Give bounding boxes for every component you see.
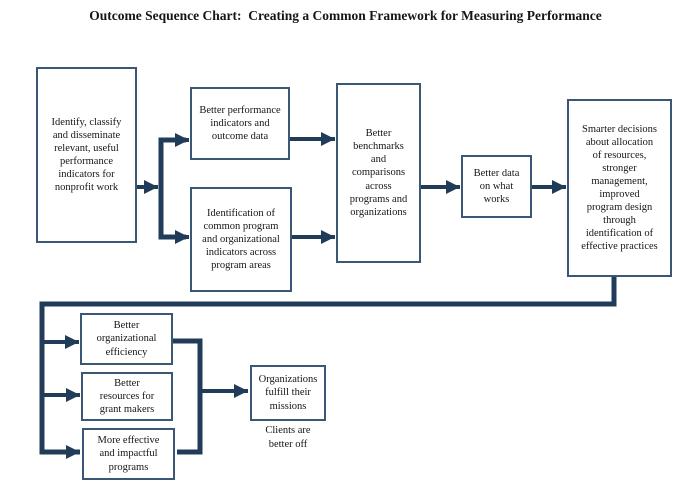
box-text: Better organizational efficiency xyxy=(96,320,157,358)
box-identification-common-indicators: Identification of common program and org… xyxy=(190,187,292,292)
box-text: Identification of common program and org… xyxy=(202,207,280,272)
caption-clients-better-off: Clients are better off xyxy=(265,425,311,450)
box-text: Smarter decisions about allocation of re… xyxy=(581,123,658,253)
box-better-organizational-efficiency: Better organizational efficiency xyxy=(80,313,173,365)
box-better-resources-grant-makers: Better resources for grant makers xyxy=(81,372,173,421)
split-bracket xyxy=(158,137,186,240)
box-better-performance-indicators: Better performance indicators and outcom… xyxy=(190,87,290,160)
box-better-benchmarks: Better benchmarks and comparisons across… xyxy=(336,83,421,263)
box-text: Better data on what works xyxy=(473,167,520,205)
box-text: Organizations fulfill their missions xyxy=(258,374,318,412)
box-organizations-fulfill-missions: Organizations fulfill their missions xyxy=(250,365,326,421)
box-better-data-on-what-works: Better data on what works xyxy=(461,155,532,218)
chart-title: Outcome Sequence Chart: Creating a Commo… xyxy=(89,8,602,23)
box-text: Better performance indicators and outcom… xyxy=(199,104,281,142)
feedback-line-smarter-to-programs xyxy=(39,277,617,459)
box-text: Identify, classify and disseminate relev… xyxy=(51,116,122,194)
box-smarter-decisions: Smarter decisions about allocation of re… xyxy=(567,99,672,277)
box-text: Better benchmarks and comparisons across… xyxy=(349,128,408,218)
box-more-effective-programs: More effective and impactful programs xyxy=(82,428,175,480)
box-text: Better resources for grant makers xyxy=(99,377,155,415)
box-text: More effective and impactful programs xyxy=(97,435,160,473)
merge-bracket xyxy=(173,338,203,455)
box-identify-indicators: Identify, classify and disseminate relev… xyxy=(36,67,137,243)
